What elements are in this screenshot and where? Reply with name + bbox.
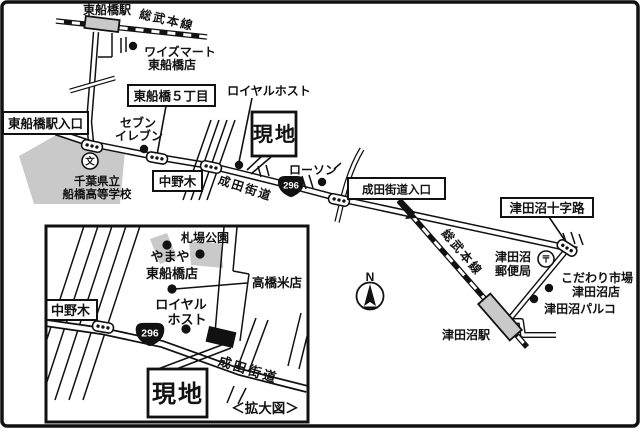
inset-caption: ＜拡大図＞ [231,400,299,416]
leader-tsudanuma-crossroads [548,216,567,243]
post-office-label-1: 津田沼 [495,249,531,264]
takahashi-rice-label: 高橋米店 [252,275,303,290]
school-symbol-icon: 文 [81,152,99,170]
seven-label-1: セブン [120,115,156,130]
site-box-inset [146,367,209,419]
leader-higashifunabashi5 [156,105,167,156]
site-label-inset: 現地 [152,381,204,408]
royal-host-label-2: ホスト [167,312,206,327]
leader-royal-host [238,97,253,163]
leader-takahashi-rice [174,282,248,290]
nakanogi-label-inset: 中野木 [51,303,91,318]
park-shape-left [150,233,177,264]
yamaya-label-2: 東船橋店 [146,266,198,281]
royal-host-dot [234,160,244,170]
kodawari-label-1: こだわり市場 [561,270,633,285]
site-box-main [250,110,298,158]
seven-label-2: イレブン [115,128,163,143]
park-shape-right [189,241,223,268]
compass-north: N [355,270,385,311]
parco-dot [529,294,539,304]
road-to-tsudanuma-station [505,250,568,338]
yamaya-label-1: やまや [150,249,189,264]
higashifunabashi5-box [127,84,216,107]
post-office-icon: 〒 [537,250,555,268]
narita-entrance-label: 成田街道入口 [362,183,431,197]
station-rect-tsudanuma [476,292,524,342]
school-symbol-text: 文 [84,156,95,168]
site-building-rect [205,326,237,348]
lawson-dot [317,177,327,187]
route-296-label: 296 [283,181,299,192]
tsudanuma-crossroads-box [500,197,594,218]
ys-mart-dot [128,41,138,51]
royal-host-label-1: ロイヤル [155,297,207,312]
post-office-label-2: 郵便局 [495,263,531,278]
higashifunabashi5-label: 東船橋５丁目 [133,89,208,104]
poi-markers [128,41,567,304]
compass-n-label: N [366,270,375,284]
station-road [69,31,127,143]
kodawari-label-2: 津田沼店 [572,284,620,299]
station-entrance-label: 東船橋駅入口 [8,116,83,131]
tsudanuma-crossroads-label: 津田沼十字路 [509,201,585,216]
royal-host-label-main: ロイヤルホスト [227,84,311,98]
nakanogi-label-main: 中野木 [159,174,197,189]
boxed-labels-main: 東船橋５丁目 東船橋駅入口 中野木 成田街道入口 津田沼十字路 現地 [2,84,594,218]
nakanogi-box-inset [47,299,98,321]
station-bottom-label: 津田沼駅 [442,327,491,342]
inset-minor-roads [226,312,307,405]
nakanogi-box-main [152,170,203,192]
parco-label: 津田沼パルコ [544,301,616,316]
seven-eleven-dot [139,144,149,154]
railway-sobu-bottom [396,197,530,349]
narita-entrance-box [347,177,446,200]
ys-mart-label-1: ワイズマート [144,44,216,59]
yamaya-dot [162,240,172,250]
school-label-2: 船橋高等学校 [63,187,132,201]
railway-sobu-top [55,14,208,40]
site-arrow-main [246,155,272,175]
ys-mart-label-2: 東船橋店 [148,57,196,72]
station-rect-higashi-funabashi [83,14,121,34]
inset-map: 296 中野木 現地 札場公園 やまや 東船橋店 高橋米店 ロイヤル ホスト 成… [47,227,307,419]
fudaba-park-label: 札場公園 [180,230,229,245]
station-top-label: 東船橋駅 [83,2,132,17]
inset-road-narita-kaido [47,319,307,393]
royal-host-dot-inset [181,324,191,334]
route-296-label-inset: 296 [141,329,159,340]
site-label-main: 現地 [253,123,297,146]
route-296-badge: 296 [278,176,304,197]
lawson-label: ローソン [289,163,337,177]
compass-needle [364,284,376,306]
kodawari-dot [544,283,554,293]
road-curve-north [334,147,365,223]
route-296-badge-inset: 296 [135,322,165,346]
fudaba-park-dot [195,249,205,259]
school-label-1: 千葉県立 [74,174,120,188]
post-symbol-text: 〒 [541,255,551,266]
inset-site-lot-road [214,227,250,342]
takahashi-rice-dot [167,284,177,294]
